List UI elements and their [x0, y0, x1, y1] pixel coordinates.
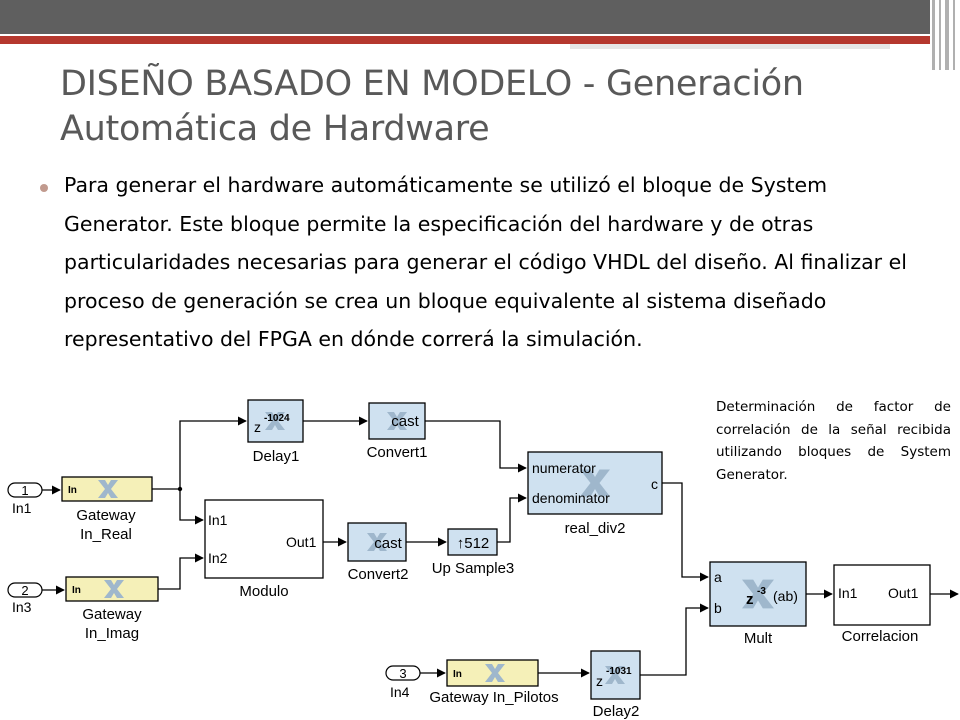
port-label: In1 [208, 512, 228, 528]
block-inner-label: ↑512 [457, 535, 490, 552]
vertical-accent-line [939, 0, 941, 70]
delay1-block[interactable]: z -1024 Delay1 [247, 399, 304, 465]
port-label: Out1 [286, 534, 317, 550]
z-symbol: z [596, 673, 603, 689]
inport-in3[interactable]: 2 In3 [7, 582, 43, 615]
block-label: Convert1 [367, 444, 428, 461]
wire [179, 416, 247, 489]
convert1-block[interactable]: cast Convert1 [367, 402, 428, 461]
port-label: In3 [12, 599, 32, 615]
block-label: Delay1 [253, 448, 300, 465]
bullet-icon [40, 184, 48, 192]
z-symbol: z [746, 591, 754, 608]
delay2-block[interactable]: z -1031 Delay2 [590, 650, 641, 720]
port-number: 1 [21, 483, 28, 498]
block-label: Gateway [82, 606, 142, 623]
port-label: a [714, 569, 722, 585]
port-label: denominator [532, 490, 610, 506]
gateway-in-imag-block[interactable]: In Gateway In_Imag [65, 576, 159, 642]
wire [425, 420, 527, 473]
delay-exponent: -3 [757, 586, 766, 597]
delay-exponent: -1031 [606, 666, 632, 677]
gateway-inner-label: In [72, 585, 81, 596]
modulo-block[interactable]: In1 In2 Out1 Modulo [204, 499, 324, 600]
red-accent-line [0, 36, 930, 44]
vertical-accent-line [953, 0, 955, 70]
vertical-accent-line [945, 0, 949, 70]
z-symbol: z [254, 419, 261, 435]
inport-in1[interactable]: 1 In1 [7, 482, 43, 516]
real-div2-block[interactable]: numerator denominator c real_div2 [527, 451, 663, 537]
block-label: Delay2 [593, 703, 640, 720]
block-label: Gateway [76, 507, 136, 524]
gateway-inner-label: In [68, 485, 77, 496]
port-label: Out1 [888, 585, 919, 601]
port-number: 2 [21, 583, 28, 598]
port-number: 3 [399, 666, 406, 681]
block-label: Mult [744, 630, 773, 647]
block-label: Up Sample3 [432, 560, 515, 577]
block-label: Convert2 [348, 566, 409, 583]
port-label: In1 [12, 500, 32, 516]
title-line-2: Automática de Hardware [60, 109, 490, 149]
block-label: Modulo [239, 583, 288, 600]
branch-point [177, 486, 183, 492]
wire [497, 493, 527, 543]
gateway-inner-label: In [453, 669, 462, 680]
gateway-in-pilotos-block[interactable]: In Gateway In_Pilotos [429, 659, 559, 706]
block-label: In_Real [80, 526, 132, 543]
block-inner-label: cast [391, 413, 419, 430]
wire [158, 553, 204, 590]
port-label: c [651, 476, 658, 492]
diagram-note: Determinación de factor de correlación d… [716, 399, 951, 483]
port-label: In1 [838, 585, 858, 601]
convert2-block[interactable]: cast Convert2 [347, 522, 409, 583]
port-label: In4 [390, 684, 410, 700]
light-accent-line [570, 44, 890, 49]
block-label: Gateway In_Pilotos [429, 689, 558, 706]
wire [179, 489, 204, 525]
correlacion-block[interactable]: In1 Out1 Correlacion [833, 564, 931, 645]
block-inner-label: cast [374, 535, 402, 552]
block-label: In_Imag [85, 625, 139, 642]
port-label: b [714, 600, 722, 616]
vertical-accent-line [932, 0, 935, 70]
gateway-in-real-block[interactable]: In Gateway In_Real [61, 476, 153, 543]
inport-in4[interactable]: 3 In4 [385, 665, 421, 700]
mult-block[interactable]: a b z -3 (ab) Mult [709, 561, 807, 647]
title-line-1: DISEÑO BASADO EN MODELO - Generación [60, 64, 804, 104]
wire [662, 482, 709, 582]
wires [42, 416, 959, 678]
bullet-text: Para generar el hardware automáticamente… [64, 173, 907, 351]
wire [640, 603, 709, 676]
port-label: numerator [532, 460, 596, 476]
slide-title: DISEÑO BASADO EN MODELO - Generación Aut… [60, 62, 920, 152]
port-label: In2 [208, 550, 228, 566]
block-label: real_div2 [565, 520, 626, 537]
block-label: Correlacion [842, 628, 919, 645]
top-bar [0, 0, 930, 34]
expression-label: (ab) [773, 588, 798, 604]
upsample3-block[interactable]: ↑512 Up Sample3 [432, 528, 515, 577]
delay-exponent: -1024 [264, 413, 290, 424]
